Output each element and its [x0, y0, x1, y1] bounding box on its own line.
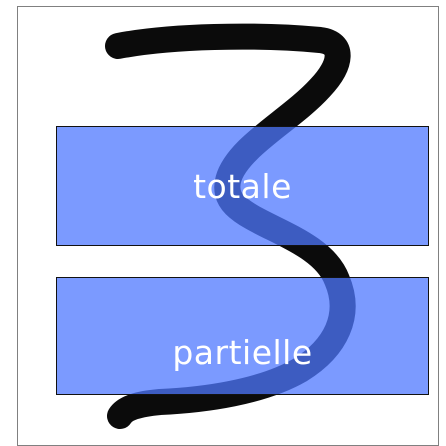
band-totale-label: totale [193, 166, 292, 206]
band-partielle: partielle [56, 277, 429, 395]
band-totale: totale [56, 126, 429, 246]
band-partielle-label: partielle [172, 332, 313, 372]
